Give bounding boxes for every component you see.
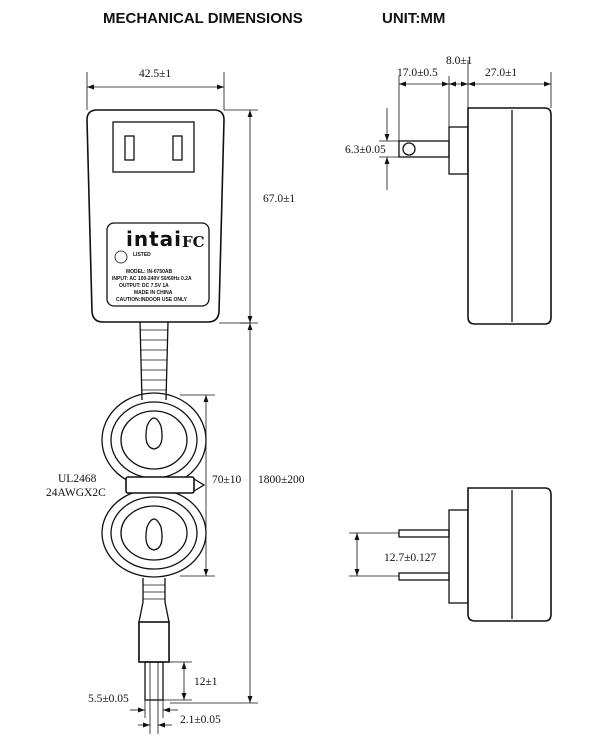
label-output: OUTPUT: DC 7.5V 1A [119,283,169,289]
dim-coil-length: 70±10 [180,394,242,577]
adapter-side-view [398,107,552,325]
dim-base-depth-label: 8.0±1 [446,55,473,67]
dim-pin-diameter-label: 6.3±0.05 [345,144,386,156]
dim-width: 42.5±1 [86,68,225,110]
label-model: MODEL: IN-0750AB [126,269,173,275]
cable-spec: UL2468 24AWGX2C [46,473,106,499]
listed-text: LISTED [133,252,151,258]
cable-tie [125,476,195,494]
cable-spec-type: UL2468 [58,473,97,485]
adapter-bottom-view [398,487,552,622]
dim-cable-length: 1800±200 [170,322,305,704]
cable-spec-gauge: 24AWGX2C [46,487,106,499]
dim-body-depth-label: 27.0±1 [485,67,517,79]
dim-width-label: 42.5±1 [139,68,171,80]
label-caution: CAUTION:INDOOR USE ONLY [116,297,188,303]
ul-listed-mark [114,250,128,264]
dim-plug-id: 2.1±0.05 [138,700,221,734]
dim-height: 67.0±1 [219,109,295,324]
unit-label: UNIT:MM [382,10,445,27]
dim-pin-diameter: 6.3±0.05 [345,108,399,190]
dim-pin-spacing-label: 12.7±0.127 [384,552,437,564]
strain-relief [139,321,169,401]
brand-logo: intai [126,227,182,251]
dim-height-label: 67.0±1 [263,193,295,205]
dim-coil-length-label: 70±10 [212,474,242,486]
dim-pin-length-label: 17.0±0.5 [397,67,438,79]
coiled-cable [101,392,207,578]
dim-pin-length: 17.0±0.5 [397,67,450,141]
dim-plug-length-label: 12±1 [194,676,218,688]
label-origin: MADE IN CHINA [134,290,173,296]
dc-plug [138,578,170,701]
dim-cable-length-label: 1800±200 [258,474,305,486]
drawing-title: MECHANICAL DIMENSIONS [103,10,303,27]
adapter-front-view: intai FC LISTED MODEL: IN-0750AB INPUT: … [86,109,225,323]
fcc-mark: FC [182,233,205,251]
dim-body-depth: 27.0±1 [468,67,552,108]
dim-pin-spacing: 12.7±0.127 [349,532,437,577]
dim-plug-id-label: 2.1±0.05 [180,714,221,726]
dim-plug-od-label: 5.5±0.05 [88,693,129,705]
label-input: INPUT: AC 100-240V 50/60Hz 0.2A [112,276,192,282]
dim-plug-length: 12±1 [163,661,218,701]
dim-base-depth: 8.0±1 [446,55,473,108]
dim-plug-od: 5.5±0.05 [88,693,178,718]
rating-label: intai FC LISTED MODEL: IN-0750AB INPUT: … [112,227,205,303]
